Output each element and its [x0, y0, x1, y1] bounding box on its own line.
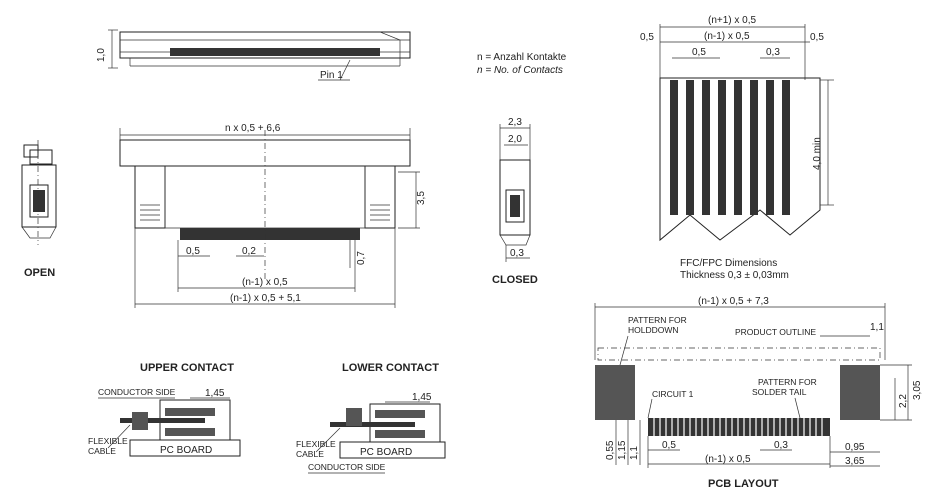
- upper-flexible: FLEXIBLE: [88, 436, 128, 446]
- pcb-pitch: 0,5: [662, 440, 676, 451]
- pcb-pad-width: 0,3: [774, 440, 788, 451]
- ffc-width: 0,3: [766, 47, 780, 58]
- open-side-view: OPEN: [21, 140, 57, 279]
- ffc-conductors: [670, 80, 790, 215]
- pcb-solder1: PATTERN FOR: [758, 377, 817, 387]
- lower-cable: CABLE: [296, 449, 324, 459]
- lower-conductor-side: CONDUCTOR SIDE: [308, 462, 386, 472]
- upper-pc-board: PC BOARD: [160, 445, 212, 456]
- closed-dim-bottom: 0,3: [510, 248, 524, 259]
- ffc-min-len: 4,0 min: [812, 137, 823, 170]
- pcb-holddown1: PATTERN FOR: [628, 315, 687, 325]
- lower-flexible: FLEXIBLE: [296, 439, 336, 449]
- pcb-product-outline: PRODUCT OUTLINE: [735, 327, 816, 337]
- top-view: 1,0 Pin 1: [96, 29, 411, 81]
- ffc-dimensions: (n+1) x 0,5 0,5 0,5 (n-1) x 0,5 0,5 0,3 …: [640, 15, 834, 281]
- front-pitch-span: (n-1) x 0,5: [242, 277, 288, 288]
- front-pin-width: 0,2: [242, 246, 256, 257]
- front-lead-len: 0,7: [356, 251, 367, 265]
- ffc-inner-span: (n-1) x 0,5: [704, 31, 750, 42]
- pcb-solder2: SOLDER TAIL: [752, 387, 807, 397]
- pcb-layout-label: PCB LAYOUT: [708, 478, 779, 490]
- lower-contact-label: LOWER CONTACT: [342, 362, 439, 374]
- pcb-dim-055: 0,55: [605, 440, 616, 460]
- front-total-width: n x 0,5 + 6,6: [225, 123, 281, 134]
- ffc-pitch: 0,5: [692, 47, 706, 58]
- ffc-caption1: FFC/FPC Dimensions: [680, 258, 777, 269]
- upper-contact-view: UPPER CONTACT CONDUCTOR SIDE 1,45 PC BOA…: [88, 362, 241, 457]
- ffc-right-margin: 0,5: [810, 32, 824, 43]
- pcb-dim-305: 3,05: [912, 380, 923, 400]
- pcb-dim-365: 3,65: [845, 456, 865, 467]
- pcb-solder-pads: [648, 418, 830, 436]
- ffc-caption2: Thickness 0,3 ± 0,03mm: [680, 270, 789, 281]
- front-view: n x 0,5 + 6,6 3,5 0,5 0,2 0,7 (n-1) x 0,…: [119, 123, 427, 308]
- upper-dim: 1,45: [205, 388, 225, 399]
- legend-en: n = No. of Contacts: [477, 65, 563, 76]
- upper-cable: CABLE: [88, 446, 116, 456]
- pcb-dim-22: 2,2: [898, 394, 909, 408]
- legend-de: n = Anzahl Kontakte: [477, 52, 567, 63]
- pcb-total: (n-1) x 0,5 + 7,3: [698, 296, 769, 307]
- top-height-dim: 1,0: [96, 48, 107, 62]
- upper-contact-label: UPPER CONTACT: [140, 362, 234, 374]
- closed-dim-outer: 2,3: [508, 117, 522, 128]
- pcb-span: (n-1) x 0,5: [705, 454, 751, 465]
- pcb-dim-11b: 1,1: [629, 446, 640, 460]
- front-pitch: 0,5: [186, 246, 200, 257]
- lower-dim: 1,45: [412, 392, 432, 403]
- pcb-holddown-left: [595, 365, 635, 420]
- upper-conductor-side: CONDUCTOR SIDE: [98, 387, 176, 397]
- closed-label: CLOSED: [492, 274, 538, 286]
- ffc-top-dim: (n+1) x 0,5: [708, 15, 757, 26]
- closed-dim-inner: 2,0: [508, 134, 522, 145]
- pcb-circuit1: CIRCUIT 1: [652, 389, 694, 399]
- pcb-holddown-right: [840, 365, 880, 420]
- front-pin-row: [180, 228, 360, 240]
- ffc-left-margin: 0,5: [640, 32, 654, 43]
- pcb-layout: (n-1) x 0,5 + 7,3 PATTERN FOR HOLDDOWN P…: [594, 296, 923, 490]
- pcb-dim-115: 1,15: [617, 440, 628, 460]
- top-pin-row: [170, 48, 380, 56]
- lower-contact-view: LOWER CONTACT 1,45 PC BOARD FLEXIBLE CAB…: [296, 362, 446, 474]
- pcb-dim-11: 1,1: [870, 322, 884, 333]
- front-overall-span: (n-1) x 0,5 + 5,1: [230, 293, 301, 304]
- pcb-dim-095: 0,95: [845, 442, 865, 453]
- open-label: OPEN: [24, 267, 55, 279]
- lower-pc-board: PC BOARD: [360, 447, 412, 458]
- pcb-holddown2: HOLDDOWN: [628, 325, 679, 335]
- front-height-dim: 3,5: [416, 191, 427, 205]
- pin1-label: Pin 1: [320, 70, 343, 81]
- closed-side-view: 2,3 2,0 0,3 CLOSED: [492, 117, 538, 286]
